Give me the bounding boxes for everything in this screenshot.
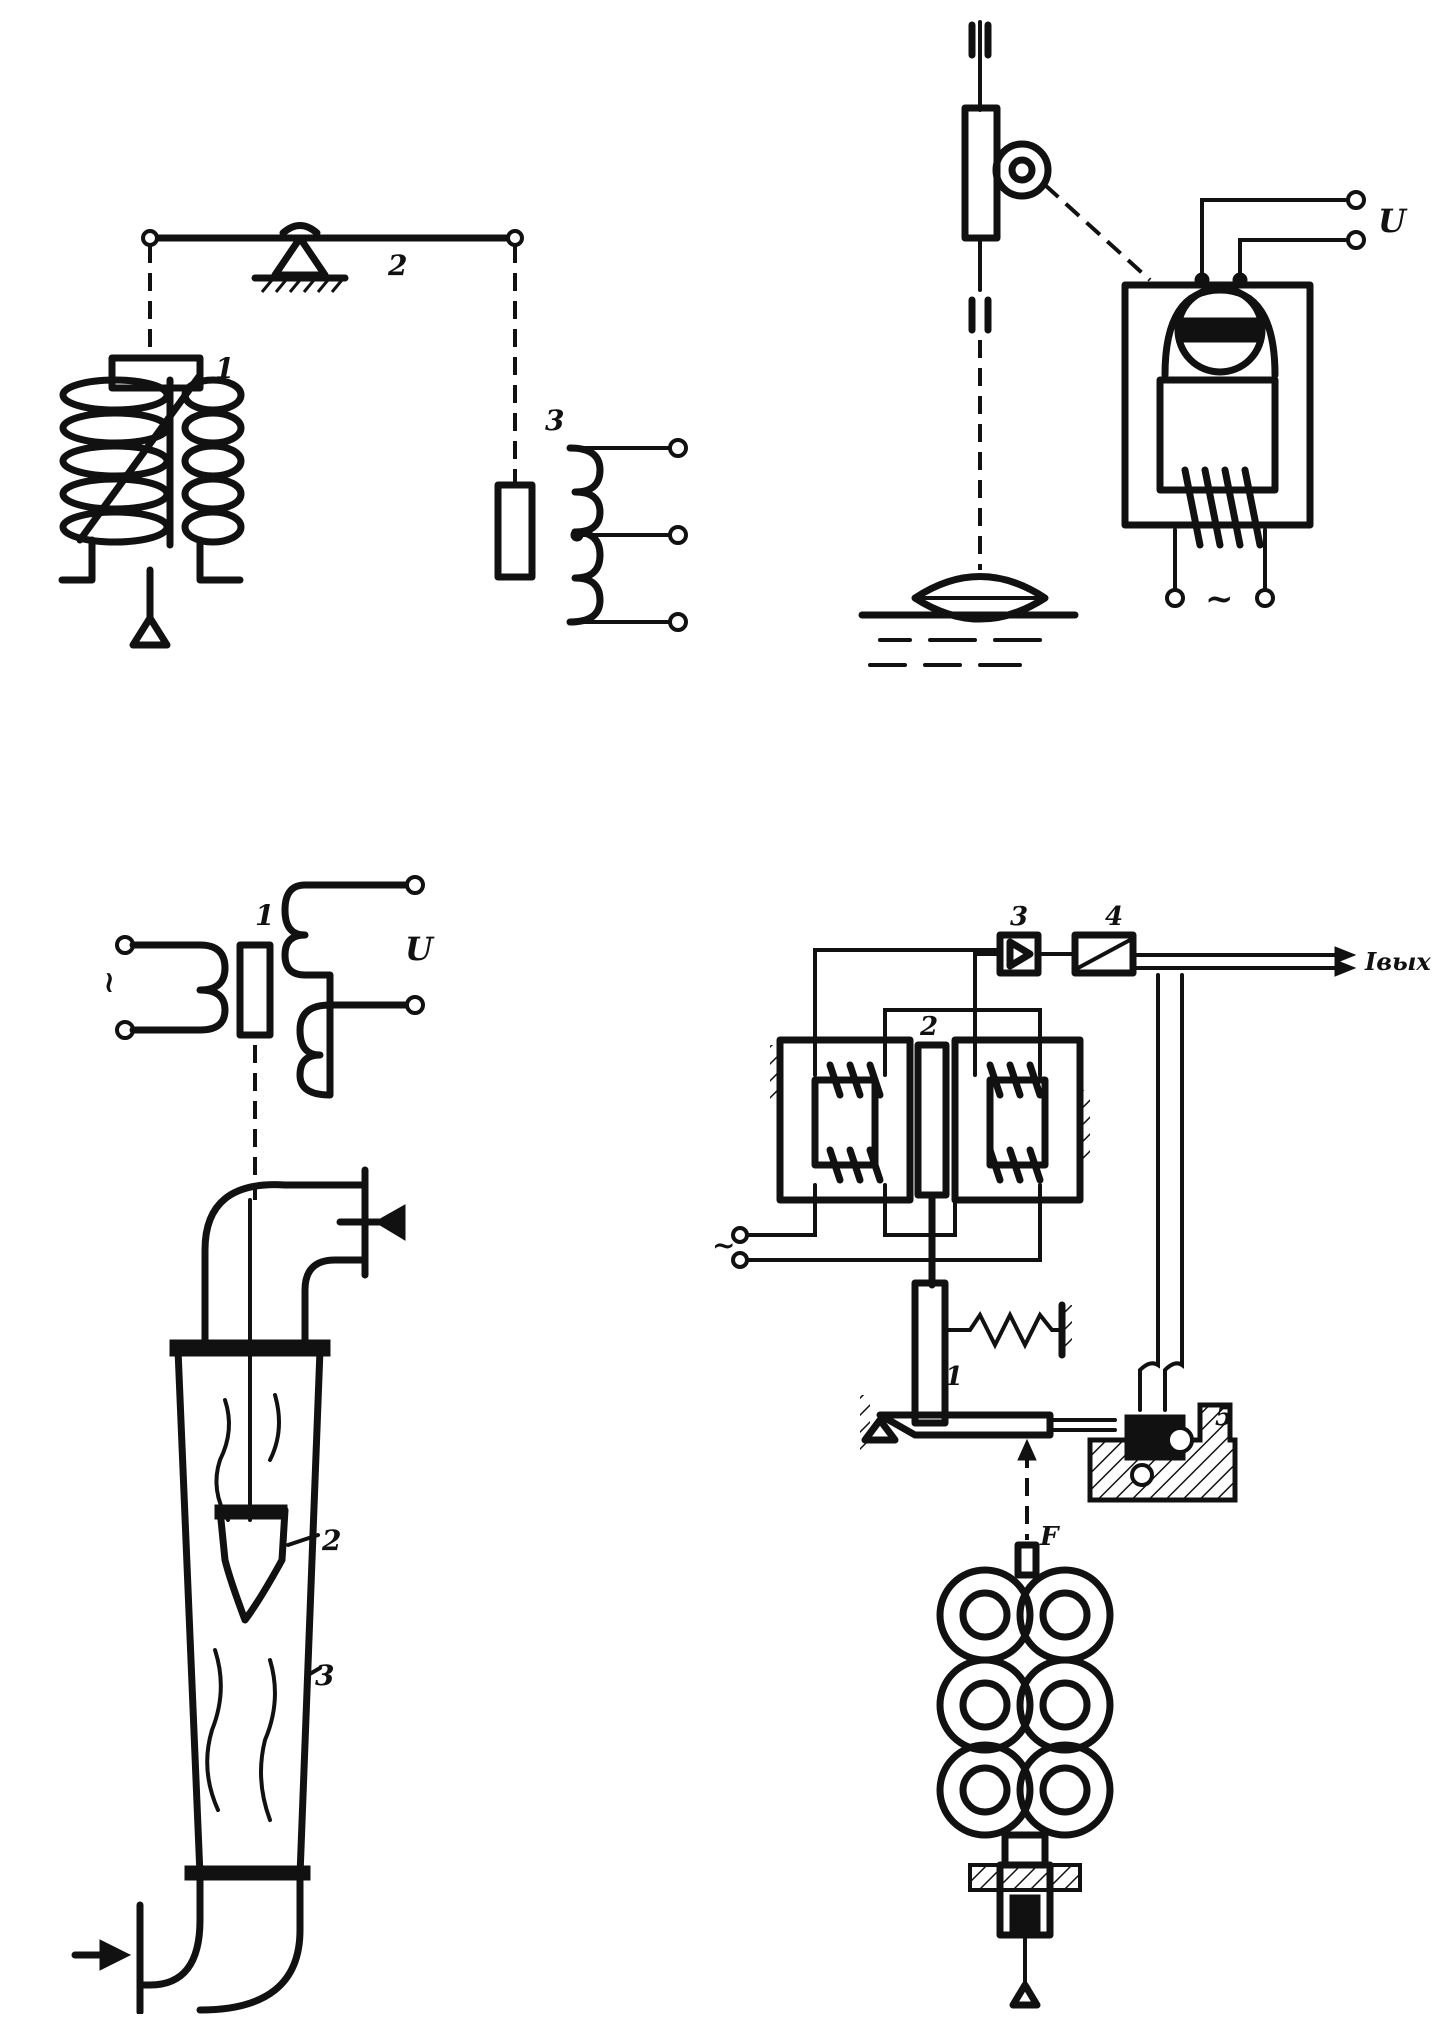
label-output: Iвых xyxy=(1364,947,1431,976)
lower-elbow-outer xyxy=(196,1876,304,2014)
label-voltage-c: U xyxy=(405,930,435,968)
transformer-core xyxy=(494,481,536,581)
label-tube: 3 xyxy=(315,1659,334,1692)
link-rotor xyxy=(1043,183,1152,282)
input-triangle xyxy=(129,614,171,649)
coil-1 xyxy=(58,354,245,584)
label-transformer: 3 xyxy=(545,404,564,437)
label-float: 2 xyxy=(321,1524,341,1557)
label-converter: 4 xyxy=(1105,902,1123,932)
upper-elbow-inner xyxy=(301,1256,369,1354)
rotor xyxy=(1174,284,1266,376)
figure-a: 2 1 xyxy=(58,222,688,649)
label-ac: ~ xyxy=(1205,579,1234,619)
upper-elbow-outer xyxy=(201,1181,369,1354)
flow-lines xyxy=(205,1393,281,1822)
pivot-hatch xyxy=(260,279,344,293)
armature-2 xyxy=(914,1041,950,1199)
label-transformer-c: 1 xyxy=(255,899,274,932)
figure-b: U ~ xyxy=(858,20,1408,667)
lever-1-horizontal xyxy=(876,1411,1054,1439)
rotor-winding xyxy=(1179,317,1261,343)
pivot-top xyxy=(279,222,321,237)
transformer-3 xyxy=(566,438,688,632)
lever-1-vertical xyxy=(911,1279,949,1427)
bellows-element xyxy=(936,1541,1114,1869)
selsyn-core-outer xyxy=(1121,281,1314,529)
ac-coil xyxy=(129,941,229,1034)
label-force: F xyxy=(1039,1522,1060,1552)
stator-winding xyxy=(1181,466,1264,549)
figure-d: 3 4 Iвых 2 ~ xyxy=(712,902,1431,2009)
label-ac-d: ~ xyxy=(712,1229,735,1262)
bottom-input-triangle xyxy=(1009,1981,1041,2009)
label-amplifier: 3 xyxy=(1010,902,1028,932)
figure-c: ~ 1 U 2 3 xyxy=(71,875,435,2016)
lower-tube-flange xyxy=(184,1865,311,1881)
pivot-triangle xyxy=(271,234,329,279)
lever-end-right xyxy=(506,229,524,247)
outlet-arrow xyxy=(374,1204,406,1241)
label-armature: 2 xyxy=(919,1012,938,1042)
label-lever-d: 1 xyxy=(945,1362,963,1392)
label-coil: 1 xyxy=(215,352,234,385)
lower-elbow-inner xyxy=(136,1876,204,1989)
label-voltage: U xyxy=(1378,202,1408,240)
transformer-core-c xyxy=(236,941,274,1039)
output-winding xyxy=(281,881,414,1009)
coil-windings xyxy=(826,1061,1044,1184)
label-ac-c: ~ xyxy=(92,970,127,995)
gear-wheel xyxy=(992,140,1052,200)
rack xyxy=(961,104,1001,242)
selsyn-core-inner xyxy=(1156,376,1279,494)
label-motor: 5 xyxy=(1215,1402,1233,1432)
mount xyxy=(968,1863,1082,1892)
lever-end-left xyxy=(141,229,159,247)
float-2 xyxy=(216,1506,289,1624)
inlet-arrow xyxy=(99,1939,132,1971)
right-core xyxy=(951,1036,1084,1204)
label-lever: 2 xyxy=(387,249,407,282)
spring xyxy=(943,1310,1062,1350)
liquid-lines xyxy=(868,638,1042,667)
left-core xyxy=(776,1036,914,1204)
